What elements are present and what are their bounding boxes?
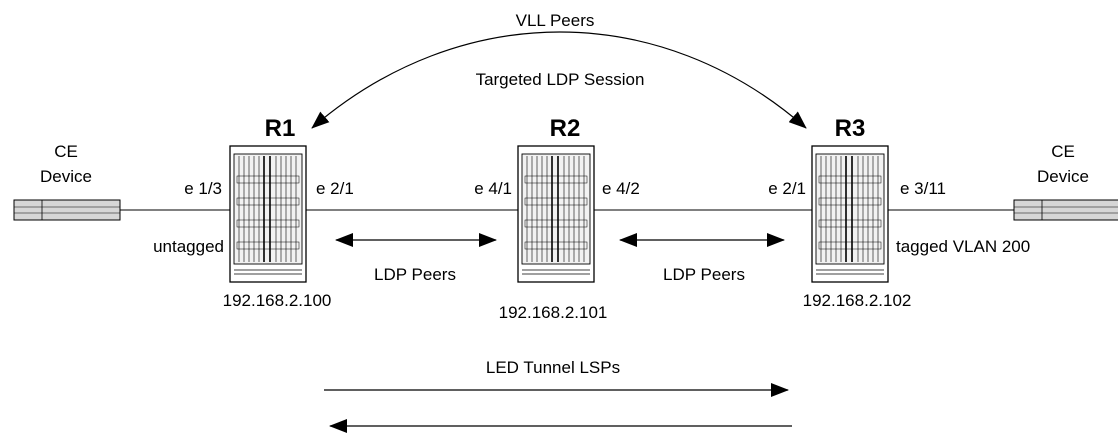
untagged-label: untagged [153,237,224,256]
r1-ip-label: 192.168.2.100 [223,291,332,310]
router-r3-chassis [811,145,889,283]
ldp-peers-label-2: LDP Peers [663,265,745,284]
ce-left-label-line2: Device [40,167,92,186]
r3-port-right: e 3/11 [900,179,946,198]
r2-port-right: e 4/2 [602,179,640,198]
ldp-peers-label-1: LDP Peers [374,265,456,284]
r1-port-right: e 2/1 [316,179,354,198]
router-r1-chassis [229,145,307,283]
tagged-vlan-label: tagged VLAN 200 [896,237,1030,256]
ce-left-label-line1: CE [54,142,78,161]
led-tunnel-label: LED Tunnel LSPs [486,358,620,377]
router-r3-name: R3 [835,115,866,142]
r2-ip-label: 192.168.2.101 [499,303,608,322]
ce-right-label-line1: CE [1051,142,1075,161]
r1-port-left: e 1/3 [184,179,222,198]
r2-port-left: e 4/1 [474,179,512,198]
vll-peers-arc [311,31,807,129]
r3-ip-label: 192.168.2.102 [803,291,912,310]
ce-device-right [1013,199,1118,221]
vll-peers-label: VLL Peers [516,11,595,30]
targeted-ldp-label: Targeted LDP Session [476,70,645,89]
router-r2-name: R2 [550,115,581,142]
router-r1-name: R1 [265,115,296,142]
router-r2-chassis [517,145,595,283]
r3-port-left: e 2/1 [768,179,806,198]
ce-right-label-line2: Device [1037,167,1089,186]
ce-device-left [13,199,121,221]
